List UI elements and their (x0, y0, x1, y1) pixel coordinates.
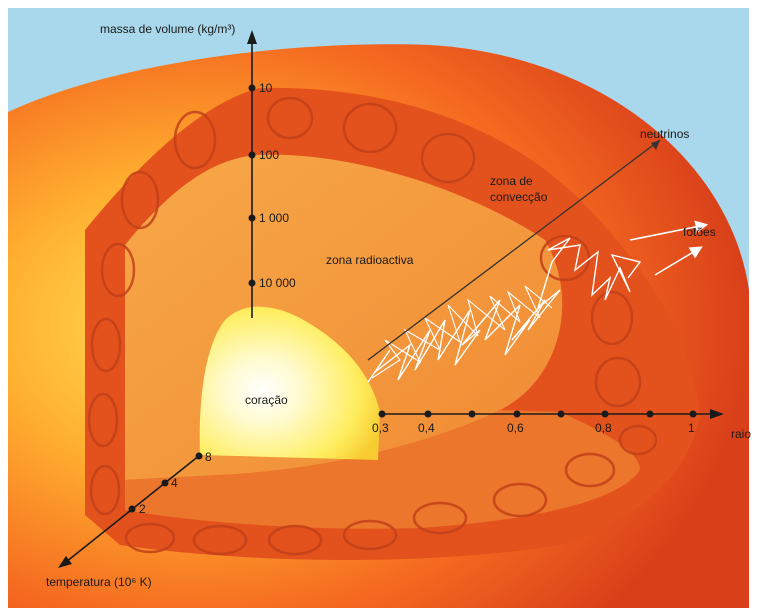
density-tick-label: 100 (259, 148, 279, 162)
density-tick-dot-10 (249, 85, 256, 92)
density-tick-dot-1000 (249, 215, 256, 222)
radiative-zone-label: zona radioactiva (326, 253, 414, 267)
temperature-tick-label: 8 (205, 450, 212, 464)
convection-zone-label: convecção (490, 190, 548, 204)
radius-tick-label: 0,8 (595, 421, 612, 435)
radius-axis-title: raio (731, 427, 751, 441)
temperature-axis-title: temperatura (10⁶ K) (46, 575, 152, 589)
photons-label: fotões (683, 225, 716, 239)
density-tick-dot-100 (249, 152, 256, 159)
radius-tick-label: 0,4 (418, 421, 435, 435)
density-tick-label: 10 000 (259, 276, 296, 290)
density-axis-title: massa de volume (kg/m³) (100, 22, 235, 36)
core-label: coração (245, 393, 288, 407)
radius-tick-label: 0,3 (372, 421, 389, 435)
radius-tick-label: 0,6 (507, 421, 524, 435)
temperature-tick-label: 4 (171, 476, 178, 490)
density-tick-label: 10 (259, 81, 273, 95)
density-tick-label: 1 000 (259, 211, 289, 225)
neutrinos-label: neutrinos (640, 127, 689, 141)
temperature-tick-label: 2 (139, 502, 146, 516)
radius-tick-label: 1 (688, 421, 695, 435)
density-tick-dot-10000 (249, 280, 256, 287)
convection-zone-label: zona de (490, 174, 533, 188)
